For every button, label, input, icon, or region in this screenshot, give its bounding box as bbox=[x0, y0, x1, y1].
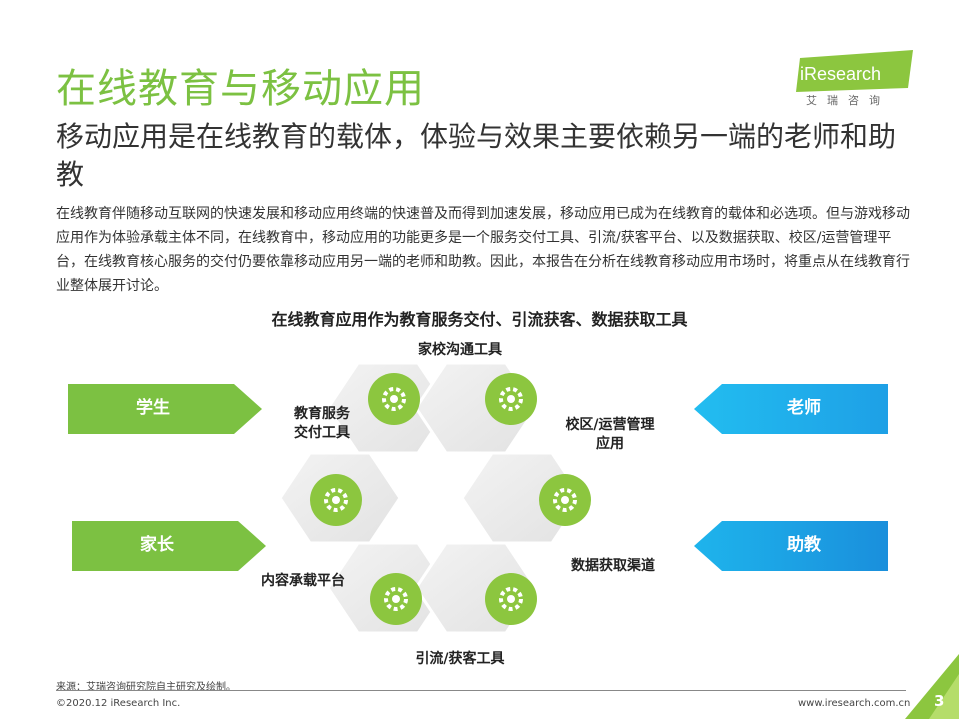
label-line: 教育服务 bbox=[294, 406, 350, 422]
arrow-label-student: 学生 bbox=[136, 398, 170, 418]
label-content-platform: 内容承载平台 bbox=[261, 573, 345, 589]
footer-divider bbox=[56, 690, 906, 691]
label-line: 交付工具 bbox=[294, 425, 350, 441]
arrow-label-assistant: 助教 bbox=[787, 535, 821, 555]
label-line: 应用 bbox=[596, 436, 624, 452]
page-corner-decoration bbox=[905, 654, 959, 719]
gear-icon bbox=[370, 573, 422, 629]
label-campus-management: 校区/运营管理 应用 bbox=[552, 416, 668, 454]
gear-icon bbox=[485, 373, 537, 429]
arrow-label-parent: 家长 bbox=[140, 535, 174, 555]
page-title: 在线教育与移动应用 bbox=[56, 66, 425, 112]
website-link[interactable]: www.iresearch.com.cn bbox=[798, 698, 911, 709]
source-note: 来源：艾瑞咨询研究院自主研究及绘制。 bbox=[56, 682, 236, 693]
arrow-assistant bbox=[694, 521, 888, 571]
label-data-channel: 数据获取渠道 bbox=[571, 558, 655, 574]
label-service-delivery: 教育服务 交付工具 bbox=[276, 405, 368, 443]
diagram-title: 在线教育应用作为教育服务交付、引流获客、数据获取工具 bbox=[271, 310, 688, 329]
copyright: ©2020.12 iResearch Inc. bbox=[56, 698, 181, 709]
iresearch-logo bbox=[796, 50, 913, 92]
page-subtitle: 移动应用是在线教育的载体，体验与效果主要依赖另一端的老师和助教 bbox=[56, 120, 897, 191]
logo-text: iResearch bbox=[800, 64, 882, 84]
page-number: 3 bbox=[934, 692, 945, 710]
label-line: 校区/运营管理 bbox=[565, 417, 655, 433]
label-traffic-acquisition: 引流/获客工具 bbox=[415, 651, 505, 667]
intro-paragraph: 在线教育伴随移动互联网的快速发展和移动应用终端的快速普及而得到加速发展，移动应用… bbox=[56, 206, 910, 294]
arrow-student bbox=[68, 384, 262, 434]
arrow-teacher bbox=[694, 384, 888, 434]
arrow-parent bbox=[72, 521, 266, 571]
arrow-label-teacher: 老师 bbox=[787, 398, 821, 418]
label-home-school: 家校沟通工具 bbox=[418, 342, 502, 358]
gear-icon bbox=[539, 474, 591, 530]
gear-icon bbox=[310, 474, 362, 530]
gear-icon bbox=[485, 573, 537, 629]
gear-icon bbox=[368, 373, 420, 429]
logo-subtitle: 艾瑞咨询 bbox=[806, 94, 890, 107]
